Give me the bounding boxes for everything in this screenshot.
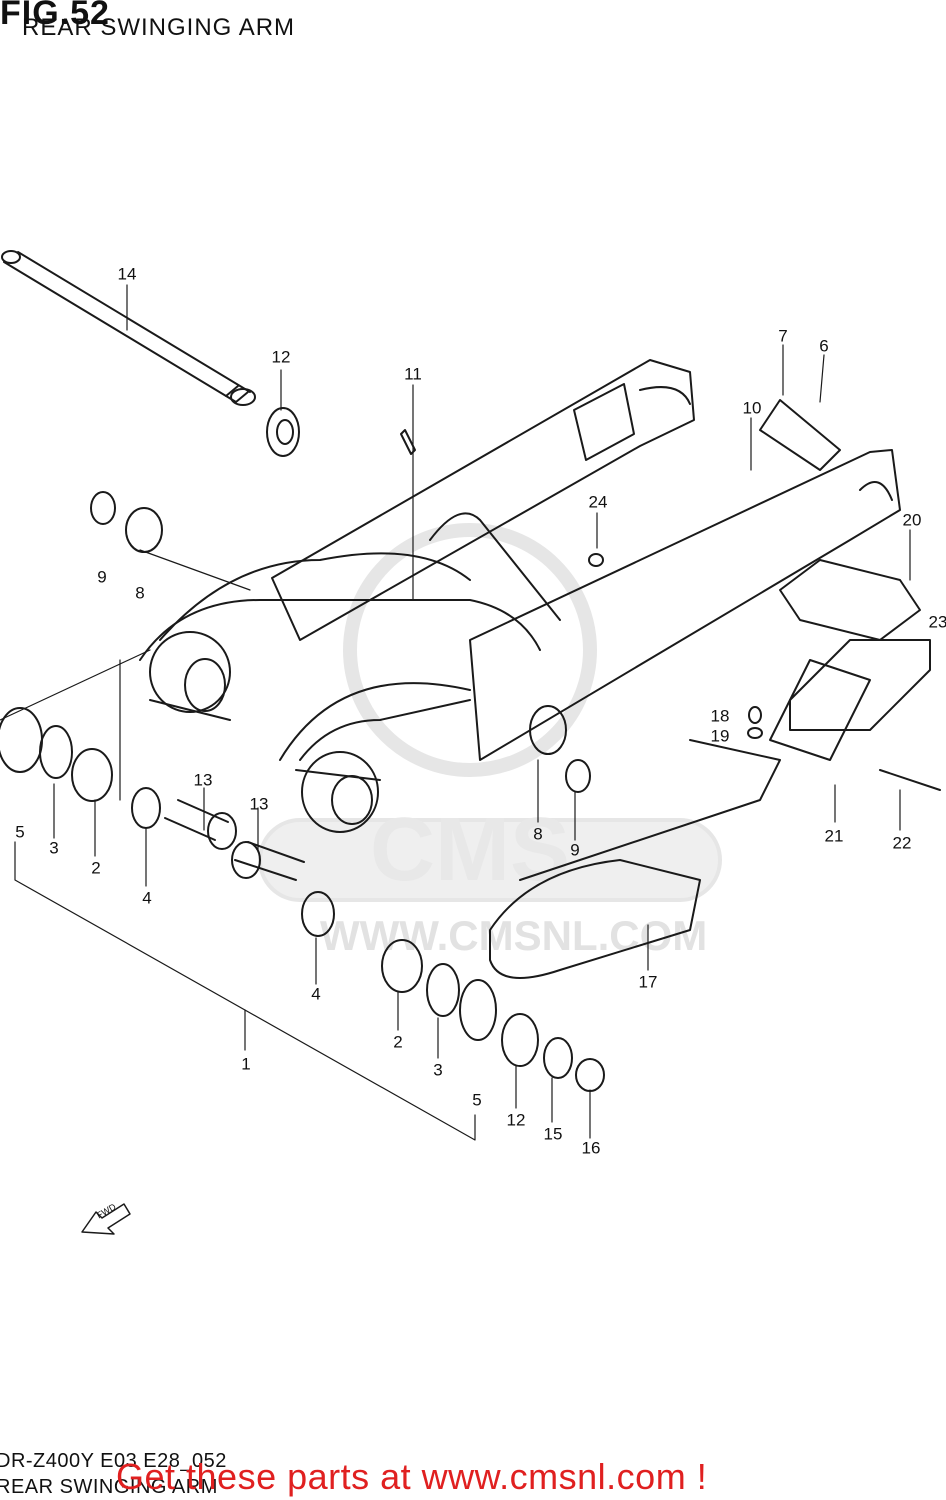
watermark-logo-text: CMS [370,800,570,900]
callout-2: 2 [393,1032,403,1052]
callout-7: 7 [778,326,788,346]
callout-9: 9 [97,567,107,587]
callout-23: 23 [928,612,946,632]
callout-10: 10 [742,398,762,418]
washer-part [266,407,300,457]
callout-1: 1 [241,1054,251,1074]
callout-16: 16 [581,1138,601,1158]
callout-13: 13 [249,794,269,814]
figure-title: REAR SWINGING ARM [22,14,296,41]
pivot-shaft-part [1,250,256,406]
callout-6: 6 [819,336,829,356]
callout-8: 8 [533,824,543,844]
chain-guide-part [489,859,701,979]
callout-24: 24 [588,492,608,512]
callout-21: 21 [824,826,844,846]
callout-22: 22 [892,833,912,853]
footer-title: REAR SWINGING ARM [0,1476,218,1498]
callout-4: 4 [311,984,321,1004]
callout-13: 13 [193,770,213,790]
callout-9: 9 [570,840,580,860]
callout-5: 5 [472,1090,482,1110]
callout-17: 17 [638,972,658,992]
callout-3: 3 [433,1060,443,1080]
callout-18: 18 [710,706,730,726]
callout-15: 15 [543,1124,563,1144]
callout-20: 20 [902,510,922,530]
watermark-logo [258,523,722,902]
leader-lines [0,284,911,1141]
figure-number: FIG.52 [0,0,110,32]
watermark-text: WWW.CMSNL.COM [320,912,707,959]
callout-5: 5 [15,822,25,842]
callout-4: 4 [142,888,152,908]
callout-12: 12 [271,347,291,367]
fwd-arrow-icon [81,1203,131,1235]
callout-19: 19 [710,726,730,746]
swing-arm-part [139,359,931,833]
callout-3: 3 [49,838,59,858]
callout-8: 8 [135,583,145,603]
callout-12: 12 [506,1110,526,1130]
spacer-part [90,491,116,525]
diagram-code: DR-Z400Y E03 E28_052 [0,1450,227,1472]
bearing-part [125,507,163,553]
callout-11: 11 [404,364,422,384]
callout-2: 2 [91,858,101,878]
promo-link[interactable]: Get these parts at www.cmsnl.com ! [116,1456,708,1497]
callout-14: 14 [117,264,137,284]
